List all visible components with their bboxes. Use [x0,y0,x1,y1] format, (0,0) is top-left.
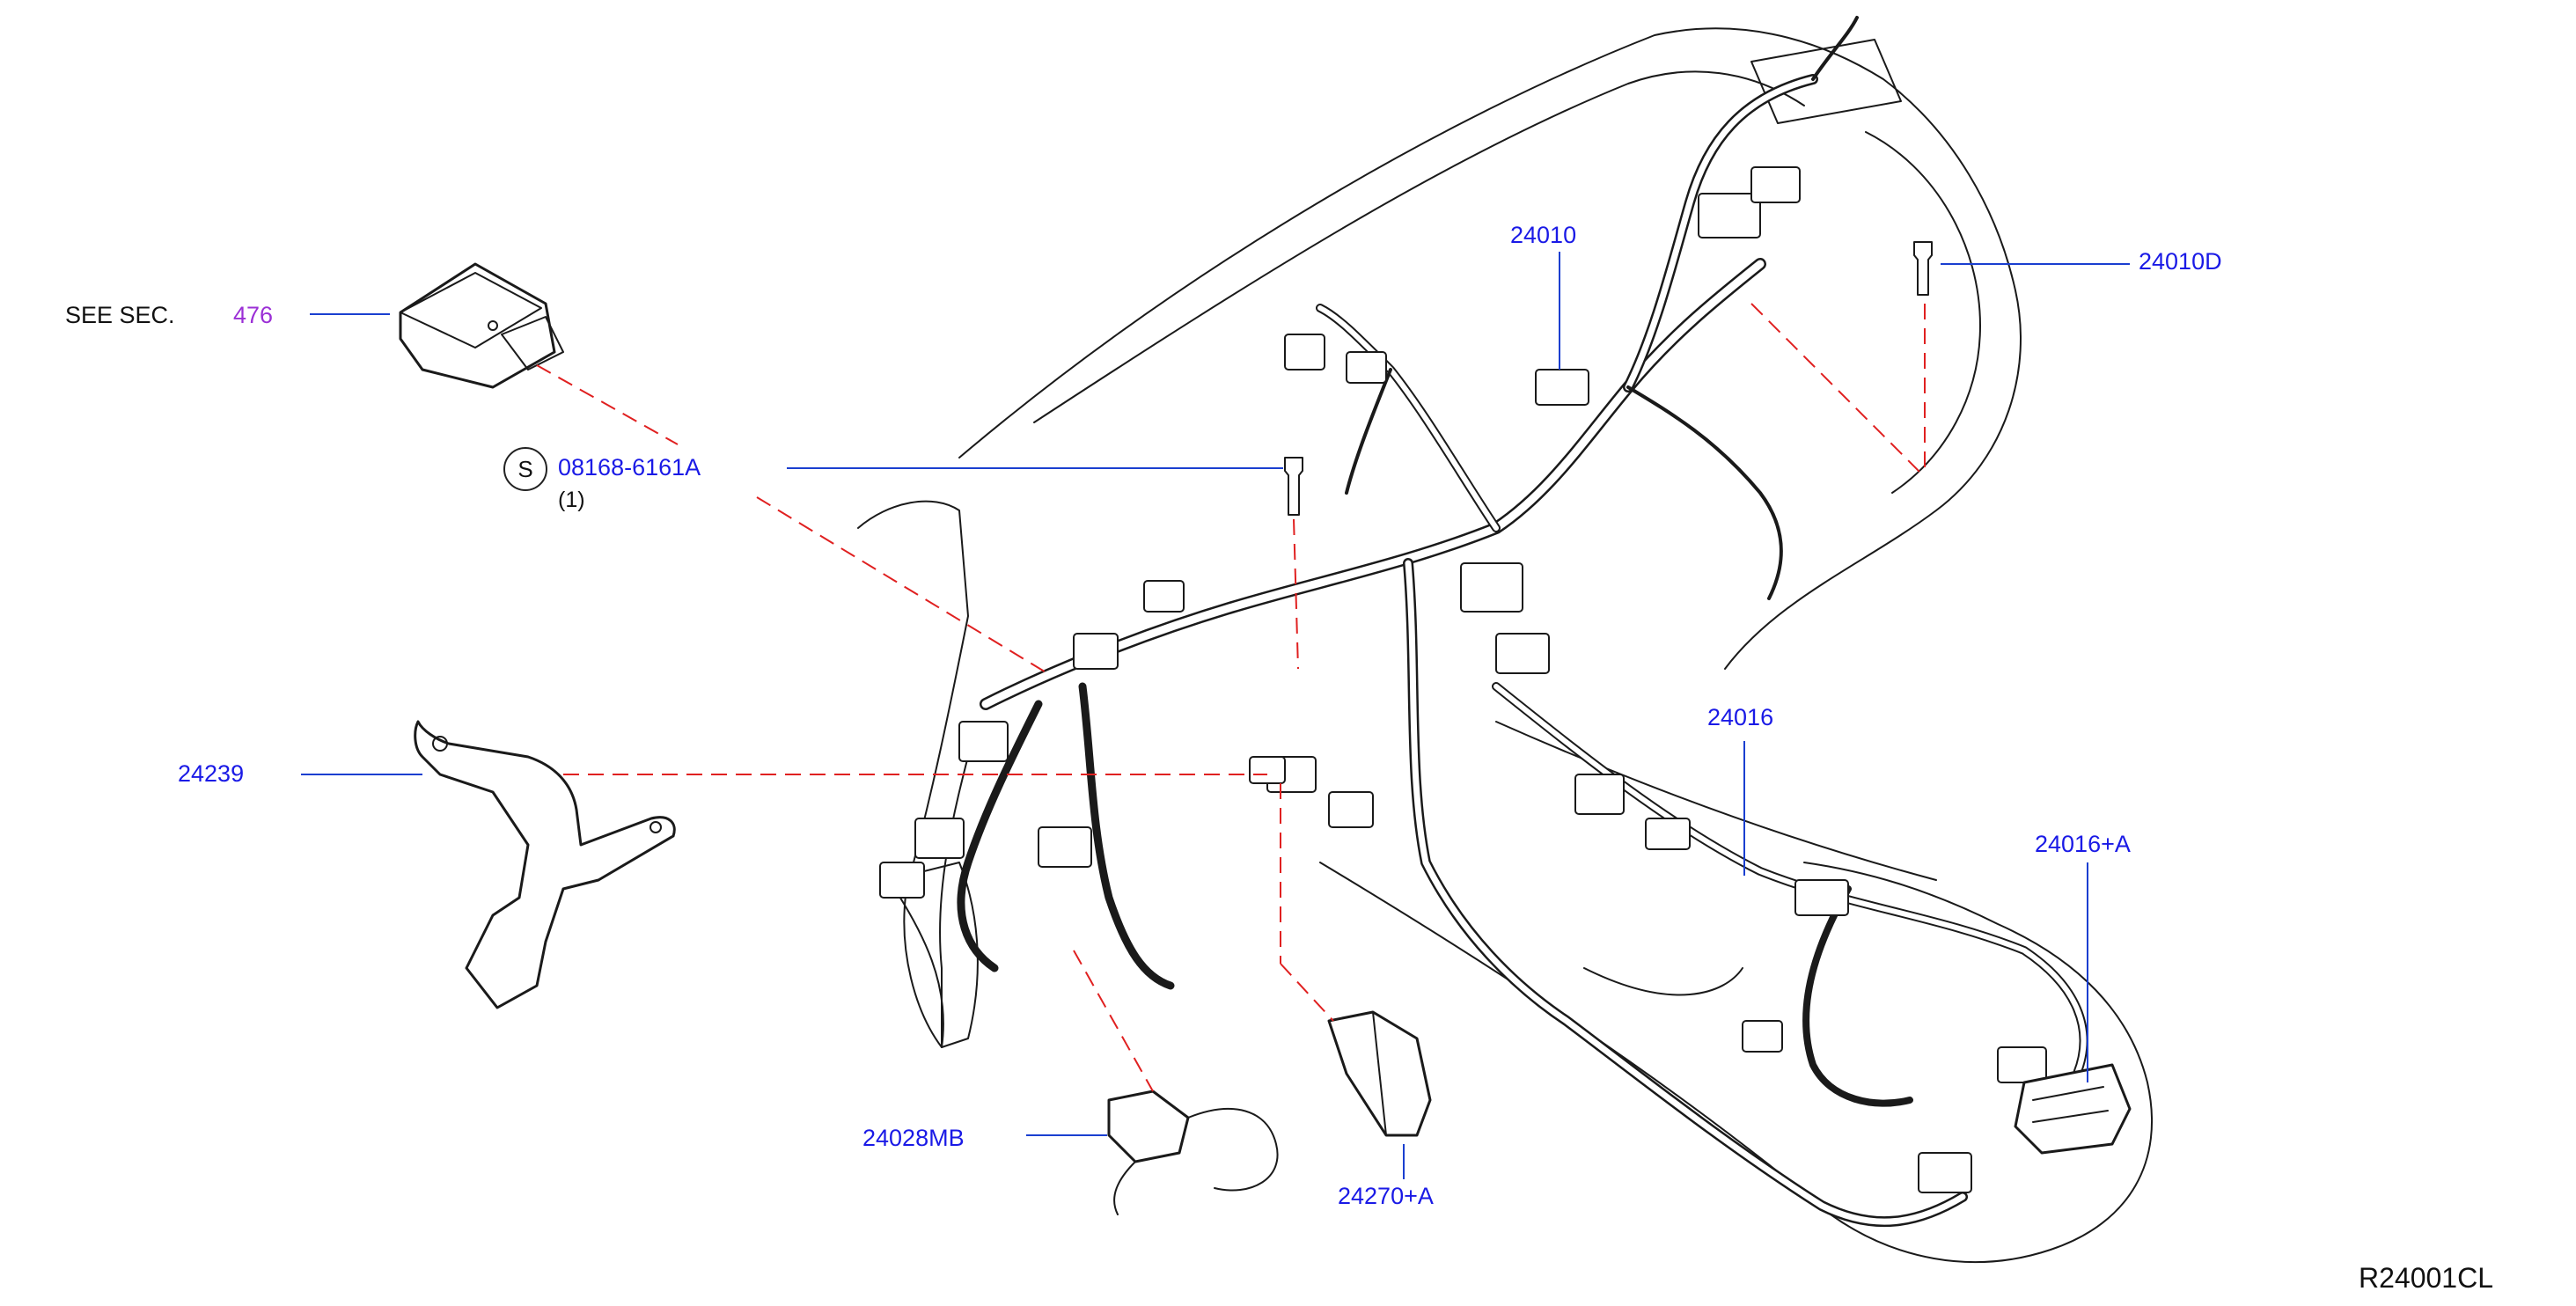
part-24016A-text: 24016+A [2035,831,2131,857]
connector-block [914,818,965,859]
part-08168-6161A[interactable]: 08168-6161A [558,456,701,480]
connector-block [1073,633,1119,670]
dashed-24010D-a [1750,303,1924,476]
harness-upper-right-wire [1626,385,1783,600]
harness-mid-wire [1345,368,1392,495]
floor-curve [1583,967,1743,996]
connector-block [1346,351,1387,384]
connector-24028mb-loop [1187,1108,1279,1192]
diagram-code: R24001CL [2359,1264,2493,1292]
harness-top-wire [1811,16,1859,81]
connector-24028mb [1107,1090,1190,1163]
dashed-screw-b [1293,518,1299,670]
screw-symbol-circle: S [503,447,547,491]
connector-block [1574,774,1625,815]
connector-block [1038,826,1092,868]
see-sec-number-text: 476 [233,302,274,328]
harness-right-branch-inner [1493,684,2087,1076]
pad-24270a-edge [1372,1011,1387,1136]
part-24016-text: 24016 [1707,704,1774,730]
harness-down-branch [1403,558,1968,1228]
part-24010[interactable]: 24010 [1510,224,1576,247]
part-24010D[interactable]: 24010D [2139,250,2222,274]
connector-block [1284,334,1325,371]
left-lower-panel [888,862,979,1048]
harness-top-left-branch-inner [1317,305,1499,531]
part-24010D-text: 24010D [2139,248,2222,275]
connector-block [1460,562,1523,613]
see-sec-number[interactable]: 476 [233,304,273,327]
harness-lower-left [1078,682,1175,990]
connector-block [1645,818,1691,850]
part-24270A-text: 24270+A [1338,1183,1434,1209]
dashed-24270A-b [1280,963,1334,1022]
bracket-24239 [414,720,676,1009]
connector-block [1997,1046,2047,1083]
harness-console-loop [1802,885,1913,1107]
connector-24028mb-tail [1113,1161,1136,1215]
screw-quantity: (1) [558,489,585,511]
diagram-code-text: R24001CL [2359,1262,2493,1294]
sensor-module-476-tab [501,316,564,371]
module-24016a-detail [2032,1086,2109,1123]
dashed-screw-a [756,496,1048,674]
part-24270A[interactable]: 24270+A [1338,1185,1434,1208]
connector-block [1328,791,1374,828]
connector-block [958,721,1009,762]
see-sec-label: SEE SEC. [65,304,175,327]
harness-top-left-branch [1316,304,1501,532]
part-24016A[interactable]: 24016+A [2035,833,2131,856]
harness-left-drop [957,700,1043,972]
part-24239[interactable]: 24239 [178,762,244,786]
harness-upper-branch-inner [1625,76,1816,391]
connector-block [1535,369,1589,406]
connector-block [879,862,925,899]
connector-block [1742,1020,1783,1053]
connector-block [1143,580,1185,613]
center-console-outline [1319,862,2154,1264]
part-08168-6161A-text: 08168-6161A [558,454,701,481]
part-24016[interactable]: 24016 [1707,706,1773,730]
screw-08168 [1284,457,1303,516]
connector-block [1794,879,1849,916]
connector-block [1918,1152,1972,1193]
part-24028MB-text: 24028MB [862,1125,965,1151]
connector-block [1495,633,1550,674]
part-24010-text: 24010 [1510,222,1577,248]
dashed-476 [536,364,679,445]
harness-down-branch-inner [1405,560,1966,1225]
part-24028MB[interactable]: 24028MB [862,1126,965,1150]
dashboard-right-curve [1865,131,1981,494]
connector-block [1698,193,1761,238]
dashboard-outline [958,27,2022,670]
dashed-24028MB [1073,950,1154,1092]
sensor-module-476-face [400,272,542,349]
see-sec-prefix: SEE SEC. [65,302,175,328]
connector-block [1249,756,1286,784]
connector-block [1750,166,1801,203]
floor-panel [1495,721,1937,881]
dashboard-inner-panel [1750,39,1902,124]
dashboard-upper-edge [1033,70,1805,423]
harness-main-trunk-inner [981,260,1765,708]
screw-symbol: S [517,455,533,482]
screw-quantity-text: (1) [558,488,585,512]
part-24239-text: 24239 [178,760,245,787]
screw-24010D [1913,241,1933,296]
